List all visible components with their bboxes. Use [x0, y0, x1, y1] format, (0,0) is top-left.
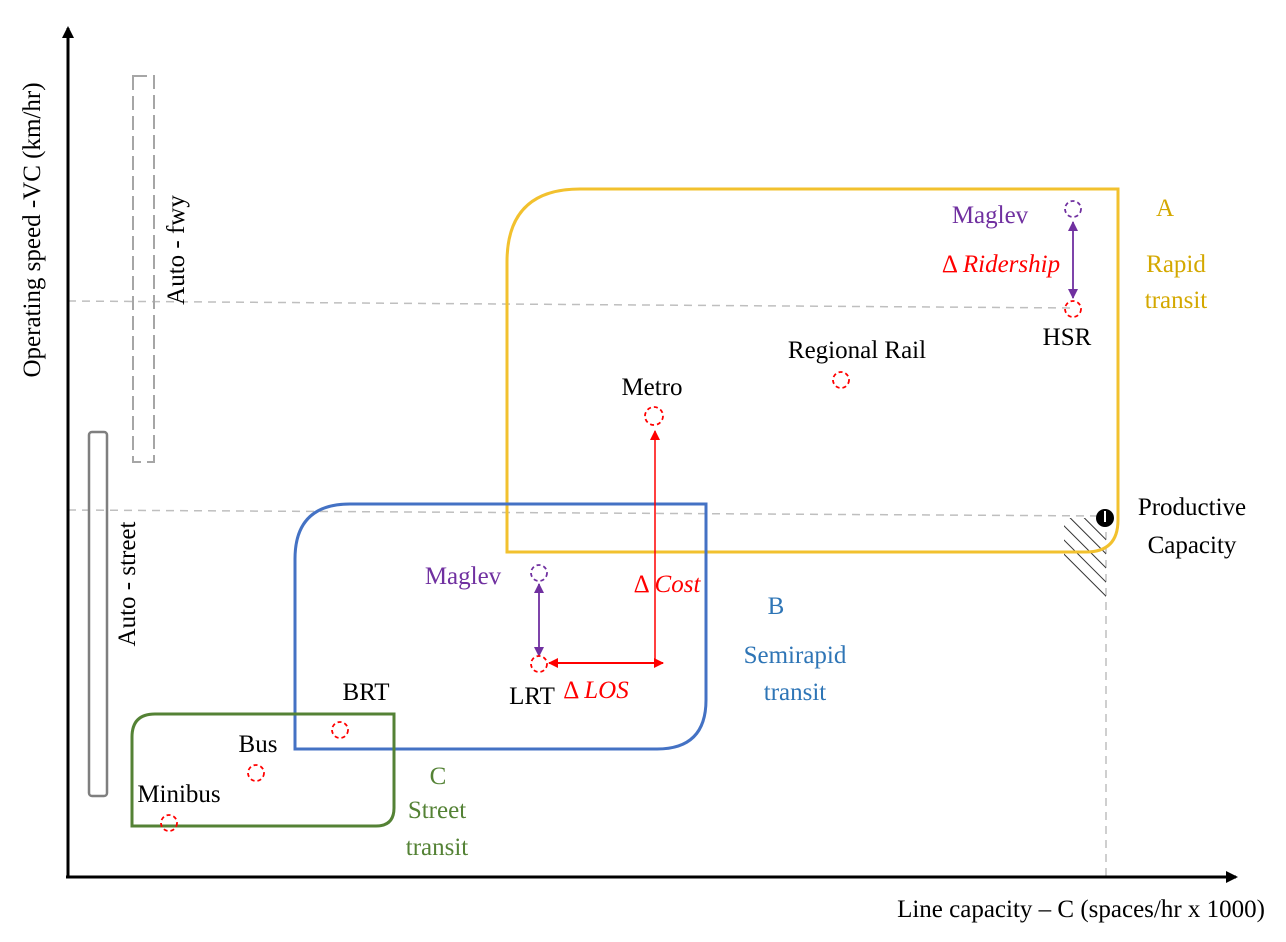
- region-c-letter: C: [430, 763, 447, 790]
- auto-freeway-box: [132, 75, 155, 463]
- region-a-line1: Rapid: [1146, 251, 1206, 278]
- delta-ridership-label: Δ Ridership: [942, 251, 1060, 278]
- productive-capacity-line2: Capacity: [1148, 532, 1237, 559]
- region-b-letter: B: [768, 593, 785, 620]
- productive-capacity-hatch: [1064, 518, 1106, 600]
- hsr-label: HSR: [1043, 324, 1092, 351]
- guide-line-street-speed: [67, 509, 1109, 517]
- hsr-marker: [1064, 300, 1082, 318]
- delta-los-label: Δ LOS: [563, 677, 629, 704]
- maglev-a-marker: [1064, 200, 1082, 218]
- auto-freeway-label: Auto - fwy: [163, 195, 190, 305]
- bus-marker: [247, 764, 265, 782]
- region-b-outline: [293, 502, 708, 751]
- region-c-outline: [130, 712, 396, 828]
- maglev-b-label: Maglev: [425, 563, 502, 590]
- regional-rail-marker: [832, 371, 850, 389]
- minibus-label: Minibus: [137, 781, 220, 808]
- region-b-line1: Semirapid: [744, 642, 847, 669]
- brt-marker: [331, 721, 349, 739]
- metro-label: Metro: [621, 374, 682, 401]
- delta-cost-label: Δ Cost: [634, 571, 702, 598]
- auto-street-label: Auto - street: [114, 521, 141, 646]
- lrt-marker: [530, 655, 548, 673]
- bus-label: Bus: [239, 731, 278, 758]
- minibus-marker: [160, 814, 178, 832]
- maglev-b-marker: [530, 564, 548, 582]
- lrt-label: LRT: [509, 683, 555, 710]
- maglev-a-label: Maglev: [952, 202, 1029, 229]
- productive-capacity-line1: Productive: [1138, 494, 1246, 521]
- brt-label: BRT: [342, 679, 389, 706]
- auto-street-box: [87, 430, 109, 798]
- x-axis-label: Line capacity – C (spaces/hr x 1000): [897, 896, 1265, 923]
- region-c-line1: Street: [408, 797, 466, 824]
- region-a-outline: [505, 187, 1120, 554]
- region-a-letter: A: [1156, 195, 1174, 222]
- region-b-line2: transit: [764, 679, 827, 706]
- region-a-line2: transit: [1145, 287, 1208, 314]
- region-c-line2: transit: [406, 834, 469, 861]
- regional-rail-label: Regional Rail: [788, 337, 926, 364]
- guide-line-high-speed: [67, 300, 1076, 309]
- metro-marker: [644, 406, 664, 426]
- y-axis-label: Operating speed -VC (km/hr): [19, 82, 46, 377]
